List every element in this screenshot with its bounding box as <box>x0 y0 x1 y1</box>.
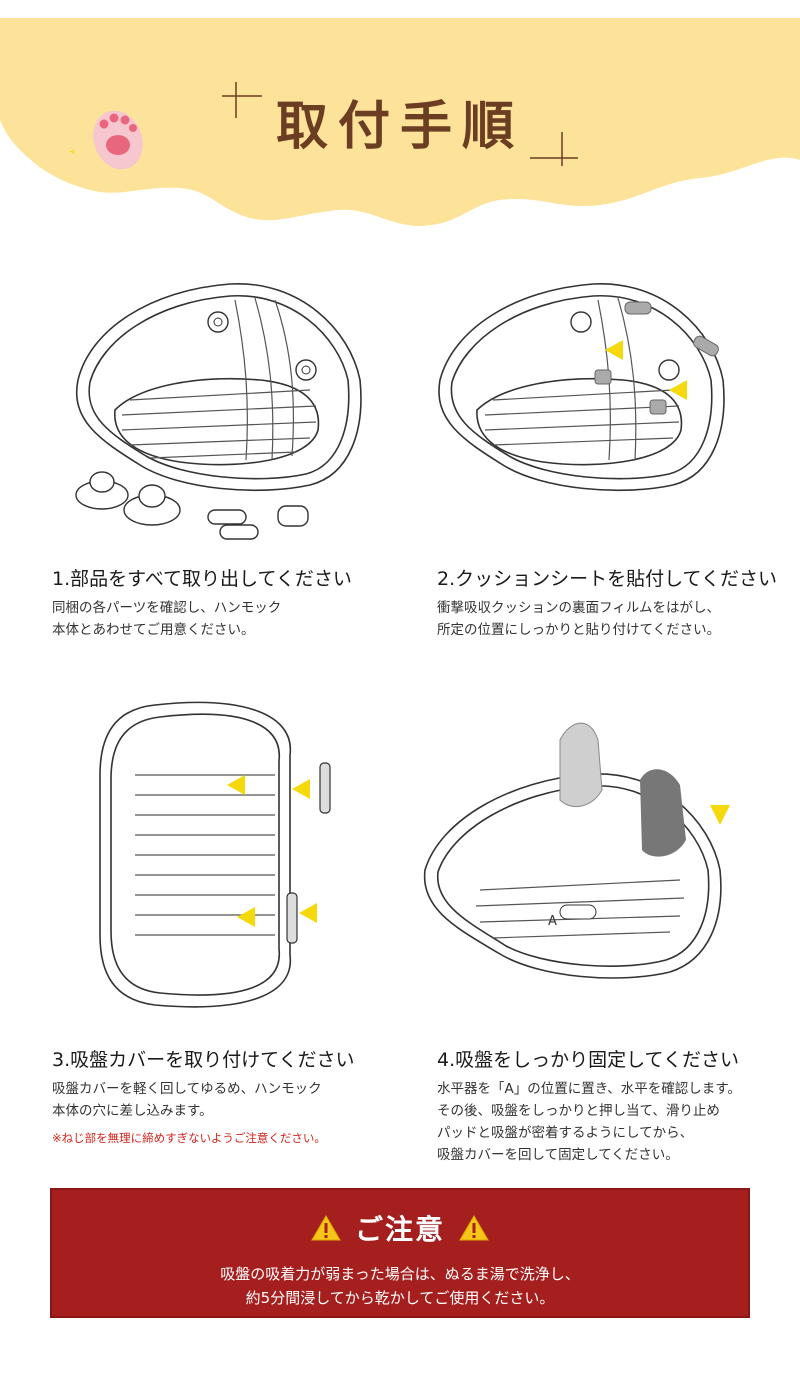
step2-illustration <box>438 283 725 492</box>
header-background <box>0 18 800 226</box>
step4-desc-line: 水平器を「A」の位置に置き、水平を確認します。 <box>437 1081 741 1097</box>
level-marker-a: A <box>548 914 557 929</box>
step3-illustration <box>99 701 331 1008</box>
step3-desc-line: 本体の穴に差し込みます。 <box>52 1103 213 1119</box>
step2-desc-line: 所定の位置にしっかりと貼り付けてください。 <box>437 622 721 638</box>
notice-line: 吸盤の吸着力が弱まった場合は、ぬるま湯で洗浄し、 <box>220 1265 580 1283</box>
page-title: 取付手順 <box>275 97 524 157</box>
step1-illustration <box>75 283 362 540</box>
step1-desc: 同梱の各パーツを確認し、ハンモック 本体とあわせてご用意ください。 <box>52 597 281 641</box>
notice-box: ご注意 吸盤の吸着力が弱まった場合は、ぬるま湯で洗浄し、 約5分間浸してから乾か… <box>50 1188 750 1318</box>
step3-title: 3.吸盤カバーを取り付けてください <box>52 1049 355 1071</box>
step4-desc-line: その後、吸盤をしっかりと押し当て、滑り止め <box>437 1103 720 1119</box>
step1-title: 1.部品をすべて取り出してください <box>52 568 352 590</box>
step4-illustration: A <box>423 722 730 979</box>
step1-desc-line: 同梱の各パーツを確認し、ハンモック <box>52 600 282 616</box>
header-banner: 取付手順 <box>0 0 800 240</box>
step4-desc: 水平器を「A」の位置に置き、水平を確認します。 その後、吸盤をしっかりと押し当て… <box>437 1078 741 1166</box>
step3-desc: 吸盤カバーを軽く回してゆるめ、ハンモック 本体の穴に差し込みます。 <box>52 1078 322 1122</box>
step1-desc-line: 本体とあわせてご用意ください。 <box>52 622 255 638</box>
warning-icon <box>459 1215 489 1241</box>
step3-note: ※ねじ部を無理に締めすぎないようご注意ください。 <box>52 1131 326 1145</box>
step4-title: 4.吸盤をしっかり固定してください <box>437 1049 739 1071</box>
paw-icon <box>69 110 143 170</box>
notice-title: ご注意 <box>354 1213 445 1246</box>
step2-title: 2.クッションシートを貼付してください <box>437 568 777 590</box>
warning-icon <box>311 1215 341 1241</box>
step2-desc-line: 衝撃吸収クッションの裏面フィルムをはがし、 <box>437 600 720 616</box>
step2-desc: 衝撃吸収クッションの裏面フィルムをはがし、 所定の位置にしっかりと貼り付けてくだ… <box>437 597 720 641</box>
step3-desc-line: 吸盤カバーを軽く回してゆるめ、ハンモック <box>52 1081 322 1097</box>
step4-desc-line: 吸盤カバーを回して固定してください。 <box>437 1147 679 1163</box>
step4-desc-line: パッドと吸盤が密着するようにしてから、 <box>437 1125 694 1141</box>
notice-header: ご注意 <box>52 1208 748 1248</box>
notice-line: 約5分間浸してから乾かしてご使用ください。 <box>245 1289 555 1307</box>
notice-body: 吸盤の吸着力が弱まった場合は、ぬるま湯で洗浄し、 約5分間浸してから乾かしてご使… <box>52 1262 748 1310</box>
